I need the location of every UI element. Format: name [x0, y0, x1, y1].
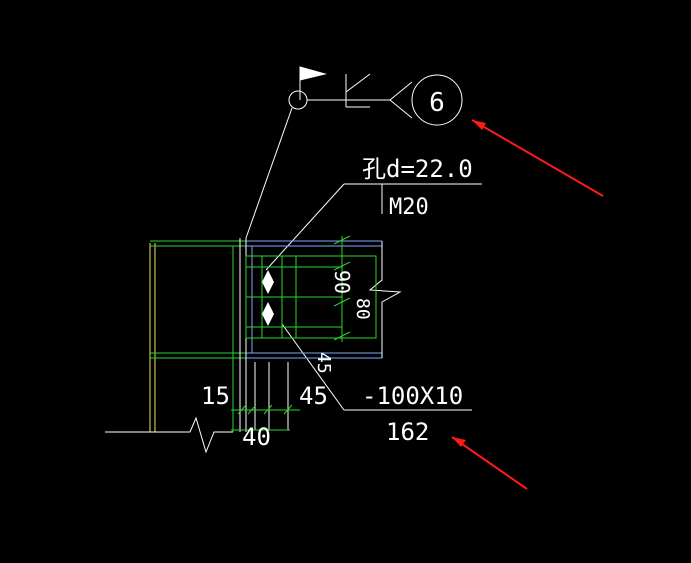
ground-break-line	[105, 416, 233, 454]
connection-plate	[245, 236, 377, 342]
column-section	[149, 238, 248, 432]
weld-reference-circle	[411, 74, 463, 126]
weld-flag	[288, 66, 390, 110]
dimension-45-vertical: 45	[313, 352, 334, 374]
plate-spec-label: -100X10	[362, 382, 463, 410]
bottom-dimensions	[231, 362, 300, 431]
bolt-holes	[262, 270, 274, 326]
dimension-45: 45	[299, 382, 328, 410]
weld-reference-number: 6	[429, 88, 445, 118]
leader-line	[245, 107, 293, 239]
plate-length-label: 162	[386, 418, 429, 446]
vertical-dimensions	[333, 235, 351, 341]
dimension-80: 80	[352, 298, 373, 320]
hole-diameter-label: 孔d=22.0	[362, 155, 473, 183]
dimension-90: 90	[330, 270, 354, 294]
dimension-15: 15	[201, 382, 230, 410]
bolt-spec-label: M20	[389, 195, 429, 220]
beam-section	[246, 240, 402, 359]
weld-symbol	[345, 73, 463, 126]
dimension-40: 40	[242, 423, 271, 451]
red-arrow-top	[471, 119, 604, 197]
annotation-arrows	[451, 119, 604, 490]
red-arrow-bottom	[451, 436, 528, 490]
